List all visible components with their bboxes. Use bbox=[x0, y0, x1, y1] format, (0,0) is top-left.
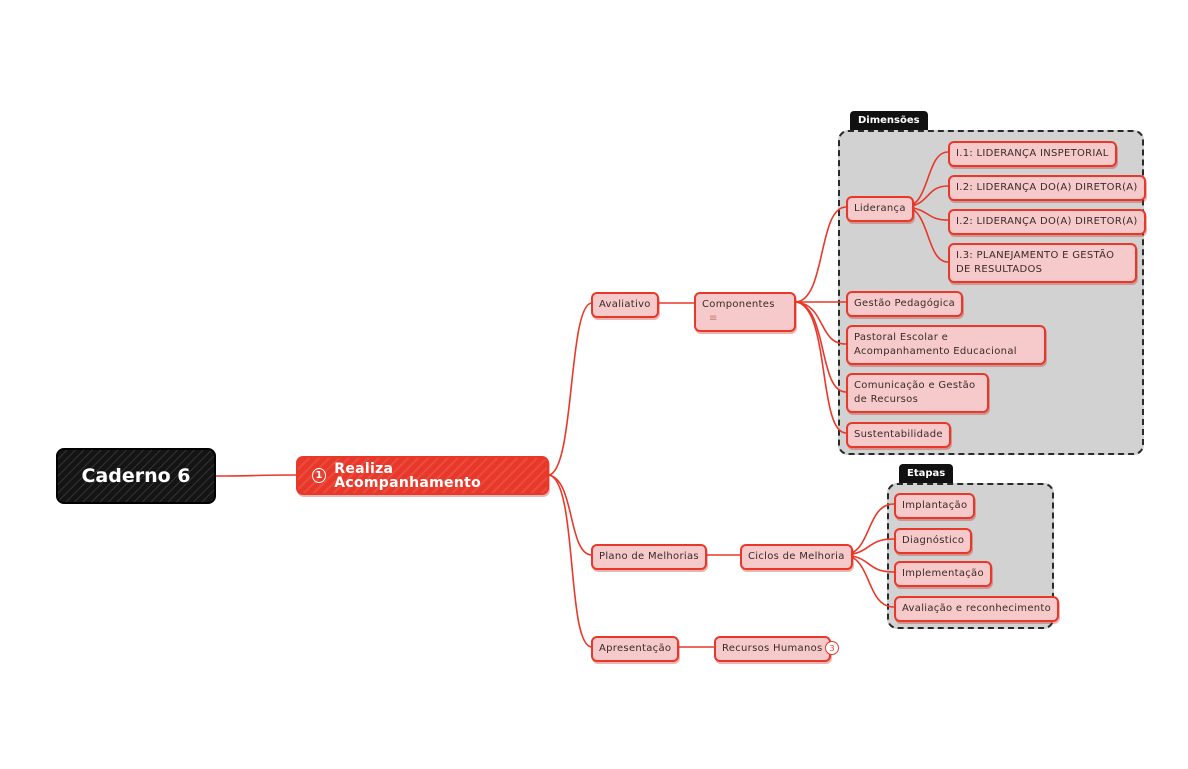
dimensoes-boundary-label[interactable]: Dimensões bbox=[850, 111, 928, 130]
topic-lideranca-diretor-1[interactable]: I.2: LIDERANÇA DO(A) DIRETOR(A) bbox=[948, 175, 1146, 201]
topic-gestao-pedagogica[interactable]: Gestão Pedagógica bbox=[846, 291, 964, 317]
connector-root-center bbox=[215, 474, 297, 477]
topic-lideranca-diretor-2[interactable]: I.2: LIDERANÇA DO(A) DIRETOR(A) bbox=[948, 209, 1146, 235]
topic-avaliacao-reconhecimento[interactable]: Avaliação e reconhecimento bbox=[894, 596, 1060, 622]
topic-recursos-humanos[interactable]: Recursos Humanos bbox=[714, 636, 831, 662]
central-topic-label: Realiza Acompanhamento bbox=[334, 460, 481, 491]
connector-componentes-sustentabilidade bbox=[795, 301, 847, 434]
topic-diagnostico[interactable]: Diagnóstico bbox=[894, 528, 973, 554]
topic-lideranca[interactable]: Liderança bbox=[846, 196, 914, 222]
topic-comunicacao-gestao[interactable]: Comunicação e Gestão de Recursos bbox=[846, 373, 989, 413]
topic-ciclos-de-melhoria[interactable]: Ciclos de Melhoria bbox=[740, 544, 853, 570]
collapsed-children-count-badge[interactable]: 3 bbox=[825, 641, 839, 655]
topic-planejamento-gestao[interactable]: I.3: PLANEJAMENTO E GESTÃO DE RESULTADOS bbox=[948, 243, 1137, 283]
connector-center-plano bbox=[548, 474, 593, 556]
topic-implementacao[interactable]: Implementação bbox=[894, 561, 992, 587]
root-topic[interactable]: Caderno 6 bbox=[56, 448, 216, 504]
topic-plano-de-melhorias[interactable]: Plano de Melhorias bbox=[591, 544, 707, 570]
central-topic[interactable]: 1 Realiza Acompanhamento bbox=[296, 456, 549, 495]
topic-implantacao[interactable]: Implantação bbox=[894, 493, 976, 519]
topic-number-badge: 1 bbox=[312, 468, 327, 483]
connector-componentes-pastoral bbox=[795, 301, 847, 345]
topic-pastoral-escolar[interactable]: Pastoral Escolar e Acompanhamento Educac… bbox=[846, 325, 1046, 365]
topic-sustentabilidade[interactable]: Sustentabilidade bbox=[846, 422, 951, 448]
connector-componentes-lideranca bbox=[795, 206, 847, 303]
topic-apresentacao[interactable]: Apresentação bbox=[591, 636, 680, 662]
topic-componentes[interactable]: Componentes ≡ bbox=[694, 292, 796, 332]
topic-lideranca-inspetorial[interactable]: I.1: LIDERANÇA INSPETORIAL bbox=[948, 141, 1117, 167]
connector-center-avaliativo bbox=[548, 302, 593, 476]
etapas-boundary-label[interactable]: Etapas bbox=[899, 464, 954, 483]
connector-componentes-comunicacao bbox=[795, 301, 847, 393]
notes-icon[interactable]: ≡ bbox=[709, 313, 718, 324]
connector-center-apresentacao bbox=[548, 474, 593, 648]
topic-avaliativo[interactable]: Avaliativo bbox=[591, 292, 659, 318]
topic-componentes-label: Componentes bbox=[702, 299, 775, 310]
